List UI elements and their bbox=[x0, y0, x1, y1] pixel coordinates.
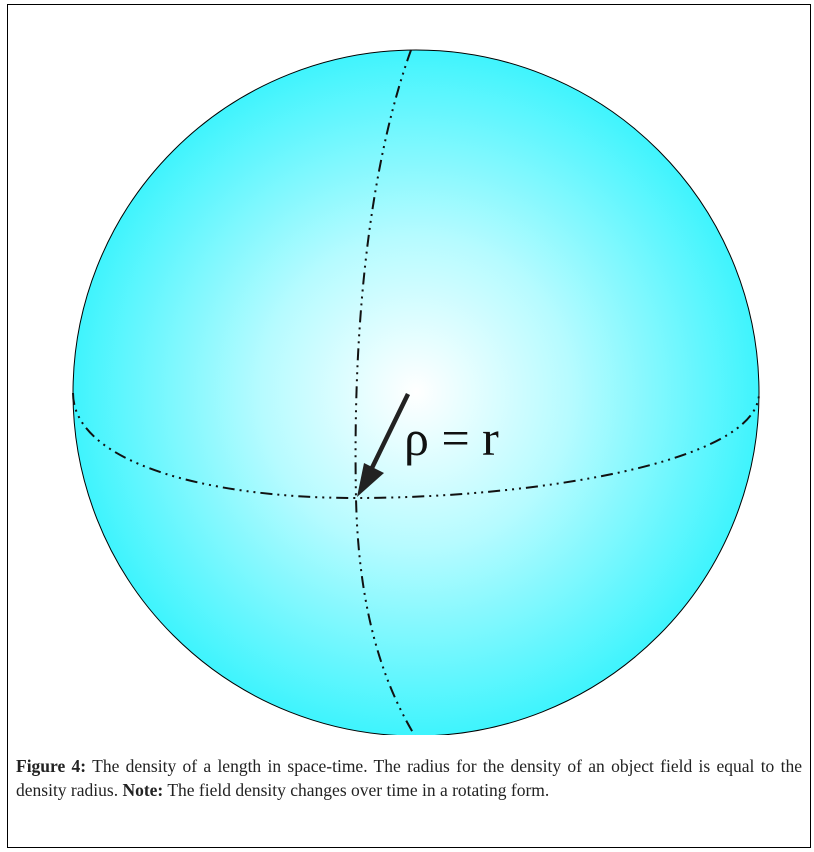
caption-text: The density of a length in space-time. T… bbox=[16, 756, 802, 800]
note-text: The field density changes over time in a… bbox=[163, 780, 550, 800]
meridian-dashed-line bbox=[354, 49, 416, 735]
sphere bbox=[72, 49, 760, 735]
radius-arrow-shaft bbox=[367, 393, 411, 473]
figure-caption: Figure 4: The density of a length in spa… bbox=[16, 754, 802, 802]
radius-arrow-head bbox=[357, 463, 384, 497]
note-label: Note: bbox=[122, 780, 164, 800]
rho-equals-r-label: ρ = r bbox=[404, 410, 499, 466]
figure-label: Figure 4: bbox=[16, 756, 87, 776]
equator-dashed-line bbox=[72, 392, 760, 500]
sphere-diagram: ρ = r bbox=[72, 49, 760, 735]
